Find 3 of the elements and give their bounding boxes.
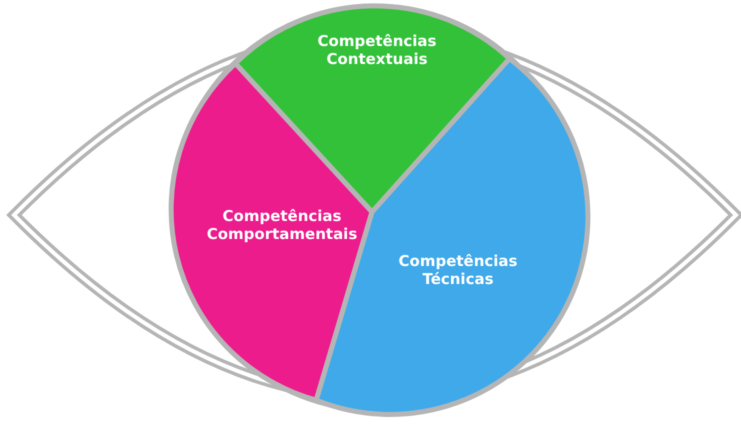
segment-label: Competências Técnicas	[398, 252, 518, 288]
segment-label: Competências Comportamentais	[206, 207, 358, 243]
segment-label: Competências Contextuais	[318, 32, 436, 68]
